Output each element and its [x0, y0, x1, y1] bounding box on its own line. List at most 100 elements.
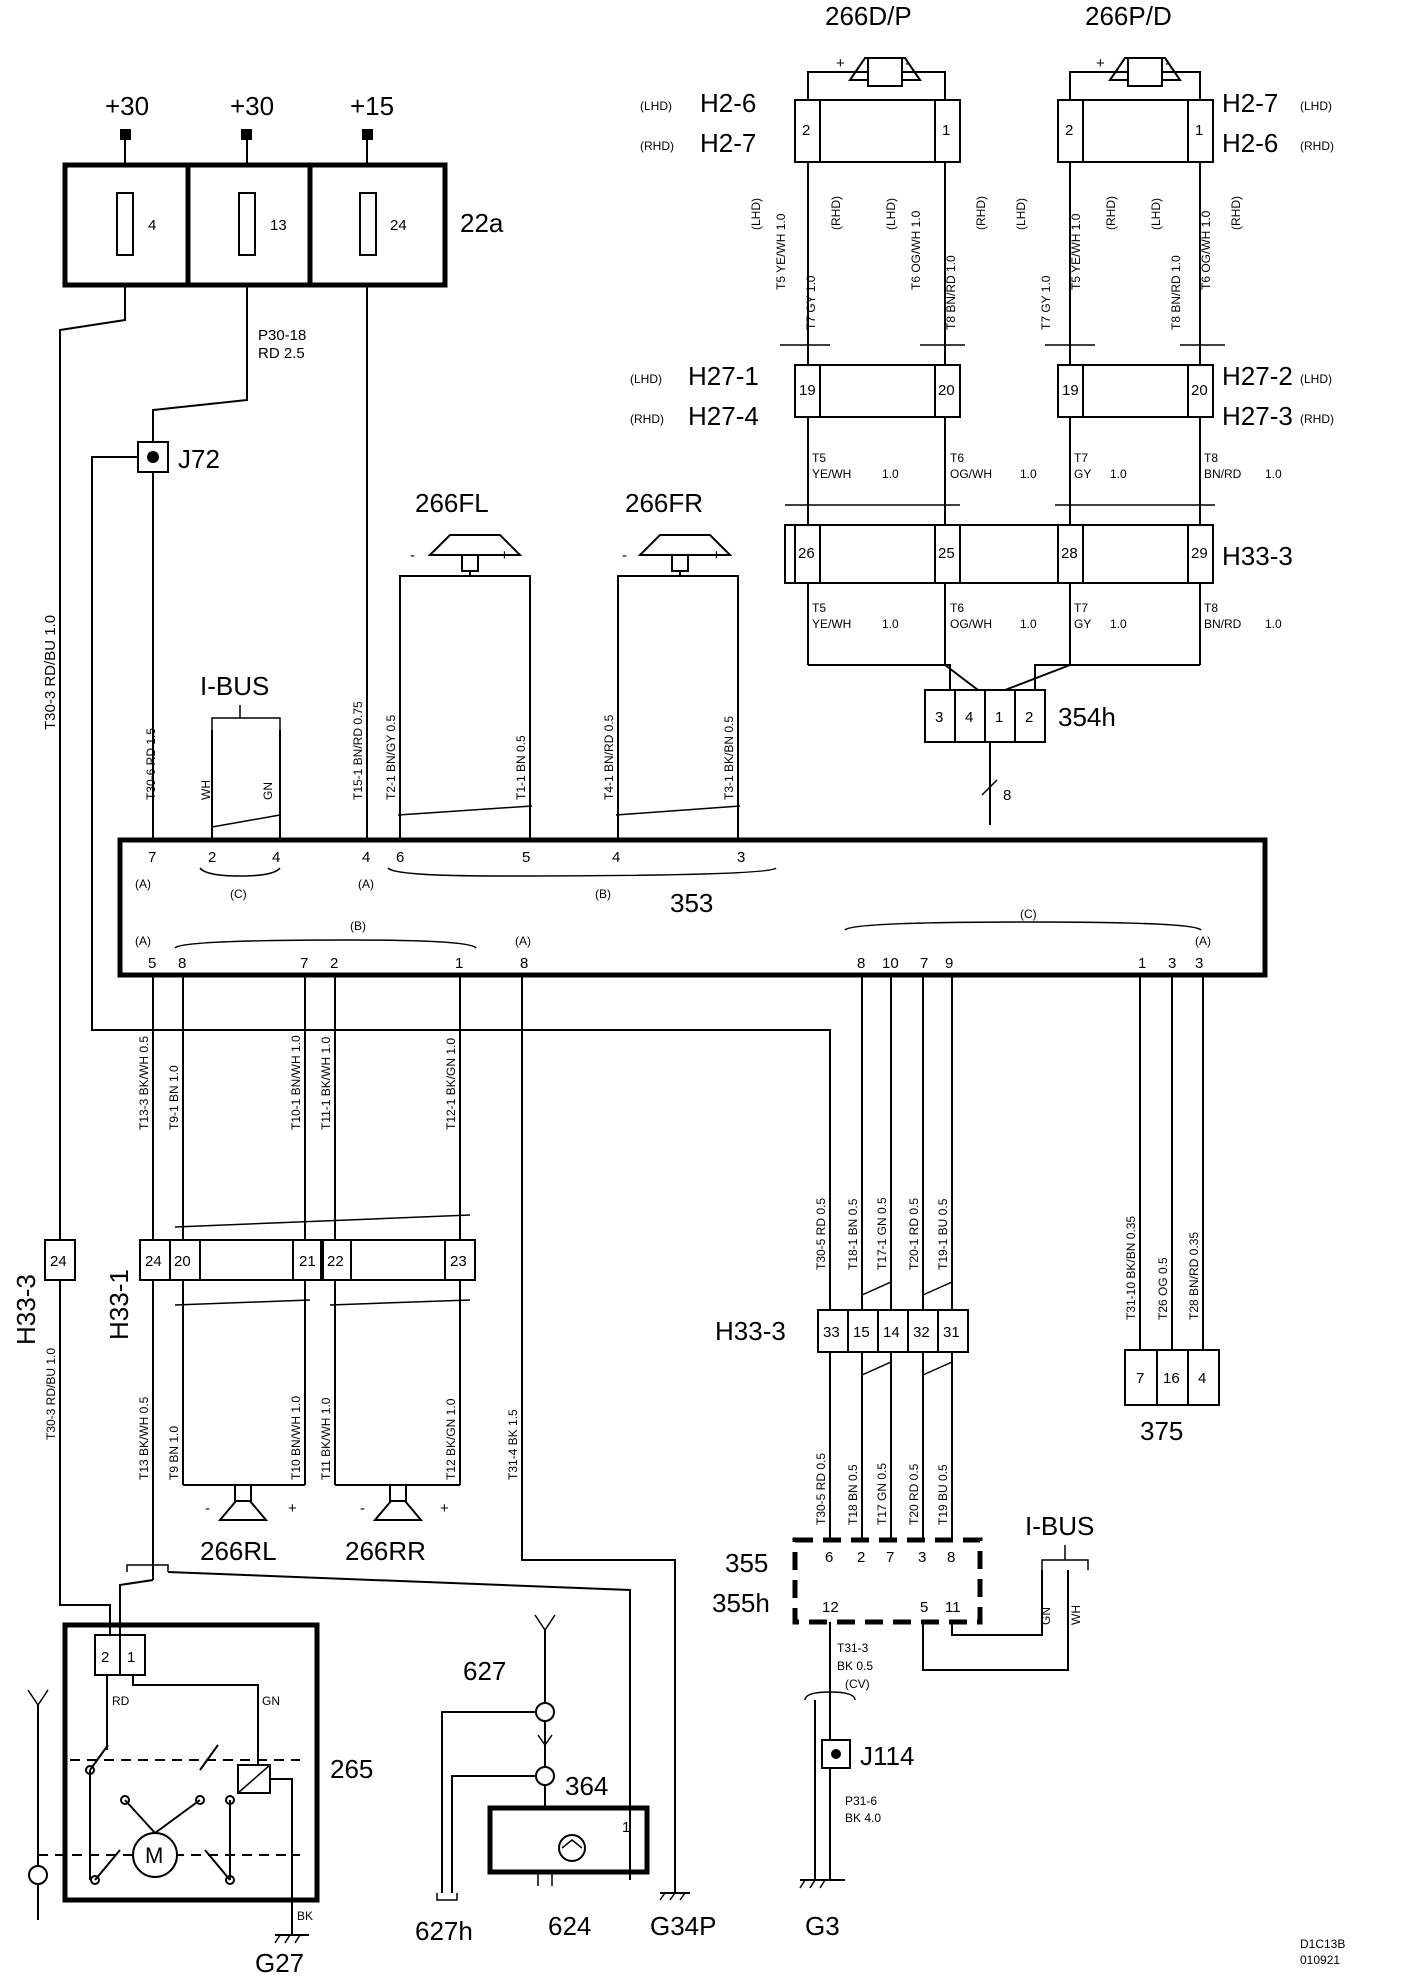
svg-text:25: 25 — [938, 545, 955, 562]
svg-text:(A): (A) — [515, 934, 531, 948]
svg-text:10: 10 — [882, 955, 899, 972]
svg-text:+: + — [440, 1500, 449, 1517]
svg-text:8: 8 — [947, 1549, 955, 1566]
wire-t30-3 — [59, 285, 126, 1635]
svg-text:31: 31 — [943, 1324, 960, 1341]
svg-text:H33-3: H33-3 — [11, 1274, 41, 1345]
unit-353: 353 7 2 4 4 6 5 4 3 (A) (C) (A) (B) (A) … — [117, 837, 1268, 978]
svg-text:(C): (C) — [230, 887, 247, 901]
speaker-266pd: 266P/D + - — [1069, 1, 1201, 100]
h33-1-label: H33-1 — [104, 1269, 134, 1340]
speaker-266rl: - + 266RL — [183, 1484, 305, 1566]
svg-text:1: 1 — [622, 1819, 630, 1836]
svg-text:BK: BK — [297, 1909, 313, 1923]
svg-text:1: 1 — [995, 709, 1003, 726]
svg-text:(LHD): (LHD) — [884, 198, 898, 230]
svg-text:24: 24 — [145, 1253, 162, 1270]
svg-text:28: 28 — [1061, 545, 1078, 562]
svg-text:T9-1 BN 1.0: T9-1 BN 1.0 — [167, 1065, 181, 1130]
svg-text:T8 BN/RD 1.0: T8 BN/RD 1.0 — [944, 255, 958, 330]
svg-text:T6 OG/WH 1.0: T6 OG/WH 1.0 — [1199, 210, 1213, 290]
wire-label-t30-6: T30-6 RD 1.5 — [144, 728, 158, 800]
svg-text:WH: WH — [199, 780, 213, 800]
svg-text:8: 8 — [857, 955, 865, 972]
svg-text:T30-5 RD 0.5: T30-5 RD 0.5 — [814, 1198, 828, 1270]
svg-text:YE/WH: YE/WH — [812, 467, 851, 481]
connector-h2-right: 2 1 H2-7 (LHD) H2-6 (RHD) — [1057, 88, 1334, 163]
svg-text:1: 1 — [127, 1649, 135, 1666]
wire-label-t2-1: T2-1 BN/GY 0.5 — [384, 715, 398, 800]
svg-text:3: 3 — [918, 1549, 926, 1566]
svg-text:-: - — [1165, 55, 1170, 72]
svg-text:(A): (A) — [358, 877, 374, 891]
svg-text:T31-4 BK 1.5: T31-4 BK 1.5 — [506, 1409, 520, 1480]
svg-text:(LHD): (LHD) — [1014, 198, 1028, 230]
svg-text:364: 364 — [565, 1771, 608, 1801]
svg-text:T6: T6 — [950, 451, 964, 465]
svg-text:8: 8 — [1003, 787, 1011, 804]
svg-text:8: 8 — [178, 955, 186, 972]
svg-text:BN/RD: BN/RD — [1204, 617, 1242, 631]
rear-speaker-wiring: T13-3 BK/WH 0.5 T9-1 BN 1.0 T10-1 BN/WH … — [104, 975, 476, 1580]
svg-text:H27-1: H27-1 — [688, 361, 759, 391]
speaker-266fl: 266FL - + — [397, 488, 533, 840]
svg-text:1: 1 — [942, 122, 950, 139]
svg-text:7: 7 — [920, 955, 928, 972]
svg-text:BK 4.0: BK 4.0 — [845, 1811, 881, 1825]
svg-text:(A): (A) — [135, 877, 151, 891]
fuse-wire-id: P30-18 — [258, 327, 306, 344]
svg-text:1.0: 1.0 — [1020, 467, 1037, 481]
svg-text:H27-4: H27-4 — [688, 401, 759, 431]
svg-text:T7: T7 — [1074, 601, 1088, 615]
svg-text:T18-1 BN 0.5: T18-1 BN 0.5 — [846, 1198, 860, 1270]
svg-text:H27-3: H27-3 — [1222, 401, 1293, 431]
svg-text:627h: 627h — [415, 1916, 473, 1946]
svg-text:16: 16 — [1163, 1370, 1180, 1387]
svg-text:T6 OG/WH 1.0: T6 OG/WH 1.0 — [909, 210, 923, 290]
svg-text:266FL: 266FL — [415, 488, 489, 518]
svg-text:(B): (B) — [350, 919, 366, 933]
svg-text:7: 7 — [886, 1549, 894, 1566]
svg-text:33: 33 — [823, 1324, 840, 1341]
h33-354h-wires: T5 YE/WH 1.0 T6 OG/WH 1.0 T7 GY 1.0 T8 B… — [807, 583, 1282, 825]
speaker-266fr: 266FR - + — [615, 488, 741, 840]
svg-text:1.0: 1.0 — [1265, 467, 1282, 481]
svg-text:11: 11 — [945, 1599, 961, 1616]
svg-text:T5 YE/WH 1.0: T5 YE/WH 1.0 — [774, 213, 788, 290]
svg-text:T5 YE/WH 1.0: T5 YE/WH 1.0 — [1069, 213, 1083, 290]
svg-text:I-BUS: I-BUS — [1025, 1511, 1094, 1541]
svg-text:BN/RD: BN/RD — [1204, 467, 1242, 481]
svg-text:+: + — [500, 547, 509, 564]
fuse-wire-spec: RD 2.5 — [258, 345, 305, 362]
h2-h27-wires: (LHD) (RHD) (LHD) (RHD) (LHD) (RHD) (LHD… — [749, 162, 1243, 365]
svg-text:2: 2 — [1025, 709, 1033, 726]
svg-text:T7 GY 1.0: T7 GY 1.0 — [804, 275, 818, 330]
wire-to-624 — [167, 1571, 631, 1880]
svg-text:T6: T6 — [950, 601, 964, 615]
svg-text:-: - — [205, 1500, 210, 1517]
svg-text:-: - — [360, 1500, 365, 1517]
svg-text:-: - — [622, 547, 627, 564]
svg-text:T31-10 BK/BN 0.35: T31-10 BK/BN 0.35 — [1124, 1216, 1138, 1320]
svg-text:1: 1 — [455, 955, 463, 972]
svg-text:7: 7 — [300, 955, 308, 972]
supply-15: +15 — [350, 91, 394, 121]
svg-text:T5: T5 — [812, 601, 826, 615]
svg-text:(LHD): (LHD) — [1300, 372, 1332, 386]
svg-text:T7: T7 — [1074, 451, 1088, 465]
svg-text:4: 4 — [612, 849, 620, 866]
svg-text:26: 26 — [798, 545, 815, 562]
svg-text:+: + — [288, 1500, 297, 1517]
svg-text:T10 BN/WH 1.0: T10 BN/WH 1.0 — [289, 1396, 303, 1480]
wire-label-t30-3: T30-3 RD/BU 1.0 — [42, 615, 59, 730]
h33-3-side: 24 H33-3 T30-3 RD/BU 1.0 — [11, 1239, 76, 1440]
svg-text:T11-1 BK/WH 1.0: T11-1 BK/WH 1.0 — [319, 1037, 333, 1130]
svg-text:BK 0.5: BK 0.5 — [837, 1659, 873, 1673]
svg-text:5: 5 — [920, 1599, 928, 1616]
svg-text:23: 23 — [450, 1253, 467, 1270]
svg-text:I-BUS: I-BUS — [200, 671, 269, 701]
wire-label-t3-1: T3-1 BK/BN 0.5 — [722, 716, 736, 800]
h27-h33-wires: T5 YE/WH 1.0 T6 OG/WH 1.0 T7 GY 1.0 T8 B… — [785, 417, 1282, 525]
svg-text:(LHD): (LHD) — [630, 372, 662, 386]
svg-text:T30-5 RD 0.5: T30-5 RD 0.5 — [814, 1453, 828, 1525]
